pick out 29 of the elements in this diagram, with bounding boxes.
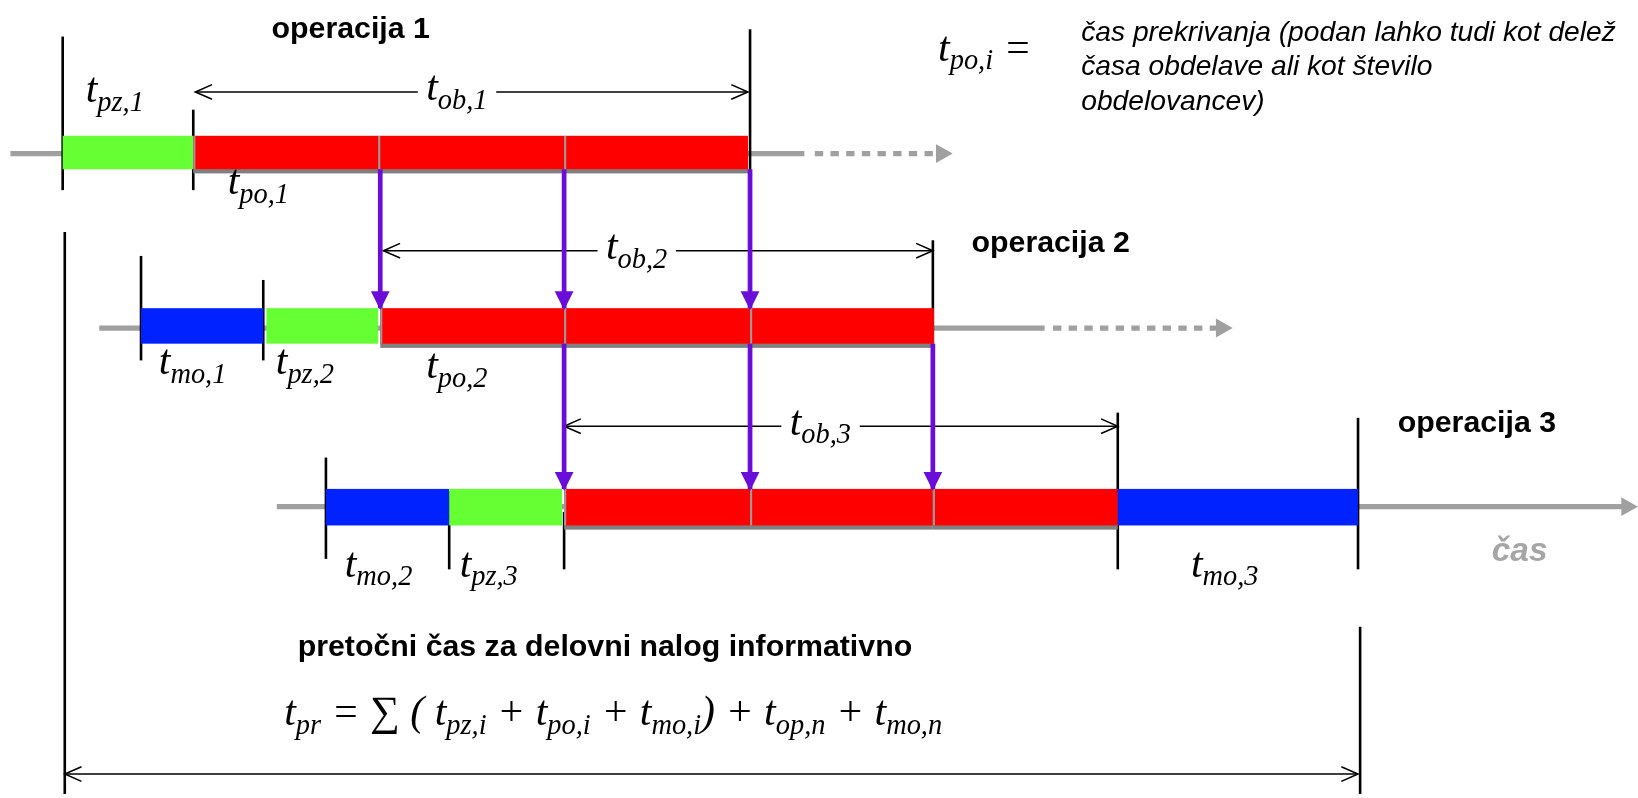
time-bar xyxy=(564,488,751,526)
time-bar xyxy=(62,135,194,170)
time-bar xyxy=(193,135,379,170)
time-bar xyxy=(750,308,934,344)
operation-title: operacija 1 xyxy=(271,10,430,46)
time-bar xyxy=(141,308,264,344)
time-bar xyxy=(380,308,565,344)
arrow xyxy=(740,343,760,491)
time-bar xyxy=(1117,488,1359,526)
time-bar xyxy=(564,135,748,170)
arrow xyxy=(740,169,760,311)
operation-title: operacija 2 xyxy=(971,224,1130,260)
arrow xyxy=(370,169,390,311)
axis-label: čas xyxy=(1491,530,1548,570)
time-bar xyxy=(449,488,562,526)
arrow xyxy=(554,343,574,491)
time-bar xyxy=(325,488,450,526)
arrow xyxy=(923,343,943,491)
time-bar xyxy=(378,135,565,170)
time-bar xyxy=(564,308,751,344)
time-symbol: t$_{mo,2}$ xyxy=(344,539,413,588)
time-bar xyxy=(750,488,933,526)
time-bar xyxy=(932,488,1118,526)
arrow xyxy=(554,169,574,311)
caption-text: pretočni čas za delovni nalog informativno xyxy=(297,628,913,664)
operation-title: operacija 3 xyxy=(1397,405,1557,441)
time-symbol: t$_{mo,3}$ xyxy=(1190,539,1259,588)
time-bar xyxy=(266,308,379,344)
note-text: čas prekrivanja (podan lahko tudi kot delež časa obdelave ali kot število obdelovancev) xyxy=(1081,14,1617,118)
